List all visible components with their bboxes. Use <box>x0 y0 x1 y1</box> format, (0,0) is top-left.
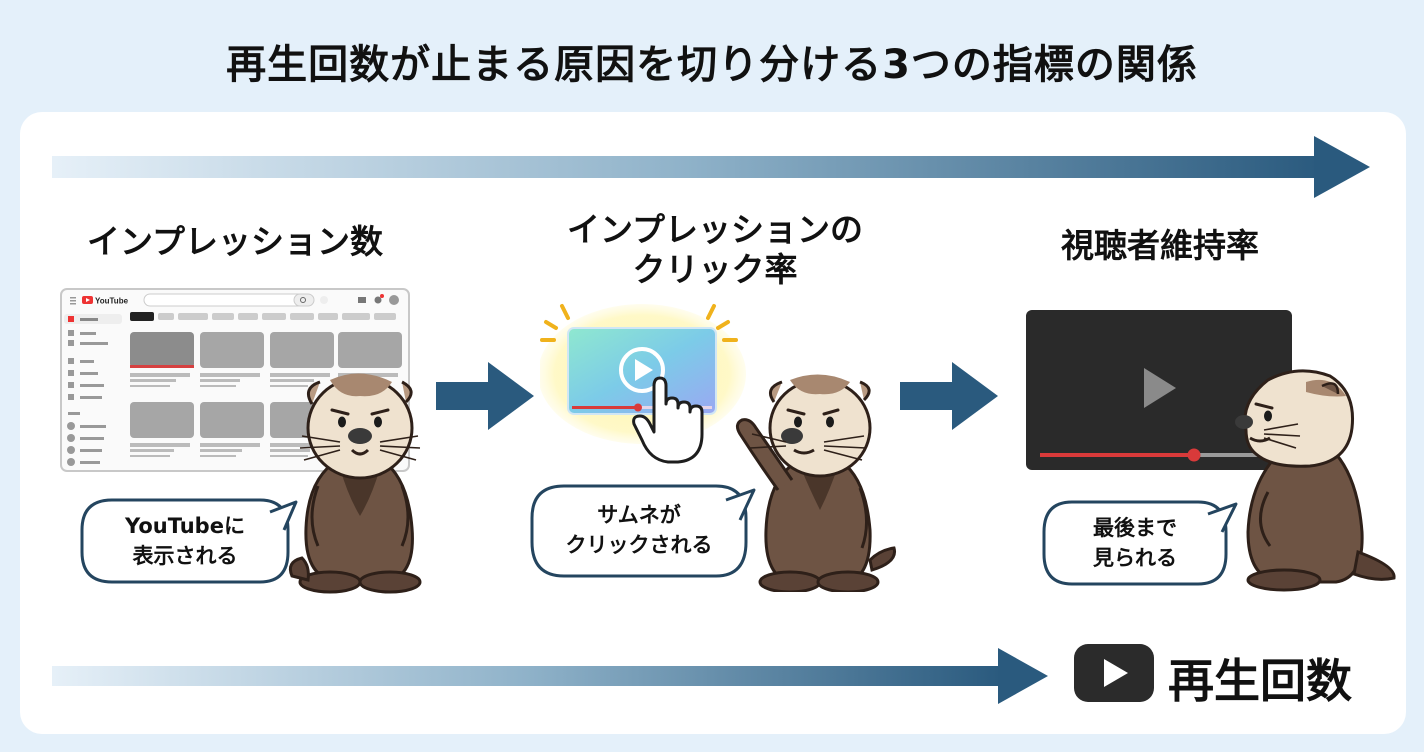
speech-bubble-2 <box>530 484 756 578</box>
mockup-logo-text: YouTube <box>95 297 129 306</box>
bubble-3-text: 最後まで 見られる <box>1044 513 1226 573</box>
bubble-2-line1: サムネが <box>597 503 681 527</box>
speech-bubble-1 <box>80 498 298 584</box>
bubble-2-text: サムネが クリックされる <box>532 500 746 560</box>
sea-otter-character-2 <box>735 374 897 592</box>
result-views-label: 再生回数 <box>1168 654 1352 708</box>
step-ctr-label: インプレッションの クリック率 <box>550 210 880 290</box>
step-arrow-2 <box>900 362 998 430</box>
sea-otter-character-3 <box>1235 369 1396 592</box>
youtube-play-icon <box>1074 644 1154 702</box>
bubble-1-text: YouTubeに 表示される <box>82 511 288 571</box>
bubble-1-line2: 表示される <box>132 544 238 568</box>
step-impressions-label-line: インプレッション数 <box>86 222 383 261</box>
top-progression-arrow <box>52 136 1370 198</box>
speech-bubble-3 <box>1042 500 1238 586</box>
diagram-title: 再生回数が止まる原因を切り分ける3つの指標の関係 <box>226 42 1198 88</box>
step-retention-label: 視聴者維持率 <box>1010 226 1310 266</box>
bubble-1-line1: YouTubeに <box>125 514 245 538</box>
video-player <box>1026 310 1292 470</box>
bubble-2-line2: クリックされる <box>565 533 713 557</box>
sea-otter-character-1 <box>288 373 422 594</box>
bubble-3-line1: 最後まで <box>1093 516 1177 540</box>
bubble-3-line2: 見られる <box>1093 546 1177 570</box>
play-icon <box>1144 368 1176 408</box>
clicked-thumbnail <box>540 304 746 464</box>
step-arrow-1 <box>436 362 534 430</box>
step-impressions-label: インプレッション数 <box>60 222 410 262</box>
step-retention-label-line: 視聴者維持率 <box>1061 226 1259 265</box>
step-ctr-label-line1: インプレッションの <box>566 210 863 249</box>
step-ctr-label-line2: クリック率 <box>632 250 798 289</box>
bottom-result-arrow <box>52 648 1048 704</box>
